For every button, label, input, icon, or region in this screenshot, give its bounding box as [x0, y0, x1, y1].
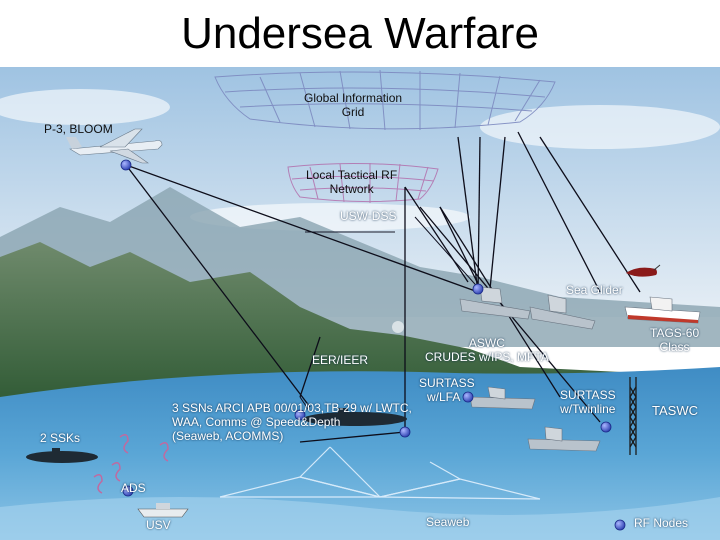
global-info-grid-label: Global Information Grid — [304, 91, 402, 119]
scene-svg — [0, 67, 720, 540]
global-info-grid-line1: Global Information — [304, 91, 403, 105]
usv-icon — [137, 503, 189, 518]
aswc-line1: ASWC — [468, 336, 505, 350]
usv-label: USV — [146, 518, 171, 532]
local-tactical-label: Local Tactical RF Network — [306, 168, 397, 196]
submarine-icon — [26, 408, 407, 463]
glider-icon — [626, 264, 661, 277]
surtass-lfa-line2: w/LFA — [427, 390, 461, 404]
surtass-lfa-label: SURTASS w/LFA — [419, 376, 475, 404]
ship-icon — [459, 286, 701, 452]
tower-icon — [629, 377, 637, 455]
usw-dss-label: USW-DSS — [340, 209, 397, 223]
aircraft-icon — [66, 128, 163, 164]
ssns-line1: 3 SSNs ARCI APB 00/01/03,TB-29 w/ LWTC, — [172, 401, 412, 415]
local-tactical-line1: Local Tactical RF — [306, 168, 398, 182]
buoy-icon — [93, 434, 169, 494]
communication-links — [125, 131, 641, 443]
sea — [0, 367, 720, 540]
tags60-line2: Class — [659, 340, 690, 354]
global-information-grid — [214, 69, 556, 131]
sea-glider-label: Sea Glider — [566, 283, 623, 297]
ads-label: ADS — [121, 481, 146, 495]
aswc-line2: CRUDES w/IPS, MFTA — [425, 350, 549, 364]
eer-ieer-label: EER/IEER — [312, 353, 369, 367]
surtass-lfa-line1: SURTASS — [419, 376, 475, 390]
surtass-twinline-line1: SURTASS — [560, 388, 616, 402]
ssns-line3: (Seaweb, ACOMMS) — [172, 429, 284, 443]
tags60-line1: TAGS-60 — [650, 326, 700, 340]
highlight-dot — [392, 321, 404, 333]
surtass-twinline-label: SURTASS w/Twinline — [560, 388, 616, 416]
taswc-label: TASWC — [652, 403, 698, 418]
seaweb-mesh — [219, 446, 541, 500]
local-tactical-network — [287, 162, 439, 203]
tags60-label: TAGS-60 Class — [650, 326, 699, 354]
slide-title: Undersea Warfare — [181, 9, 539, 58]
seaweb-label: Seaweb — [426, 515, 470, 529]
ssns-line2: WAA, Comms @ Speed&Depth — [172, 415, 341, 429]
aux-links — [299, 216, 483, 413]
island-land — [0, 242, 720, 407]
ssns-label: 3 SSNs ARCI APB 00/01/03,TB-29 w/ LWTC, … — [172, 401, 412, 443]
surtass-twinline-line2: w/Twinline — [560, 402, 616, 416]
diagram-scene: Global Information Grid P-3, BLOOM Local… — [0, 67, 720, 540]
aswc-label: ASWC CRUDES w/IPS, MFTA — [425, 336, 549, 364]
seabed — [0, 497, 720, 540]
two-ssks-label: 2 SSKs — [40, 431, 81, 445]
rf-nodes-label: RF Nodes — [634, 516, 689, 530]
p3-bloom-label: P-3, BLOOM — [44, 122, 113, 136]
local-tactical-line2: Network — [329, 182, 374, 196]
global-info-grid-line2: Grid — [341, 105, 365, 119]
node-icon — [120, 159, 626, 531]
